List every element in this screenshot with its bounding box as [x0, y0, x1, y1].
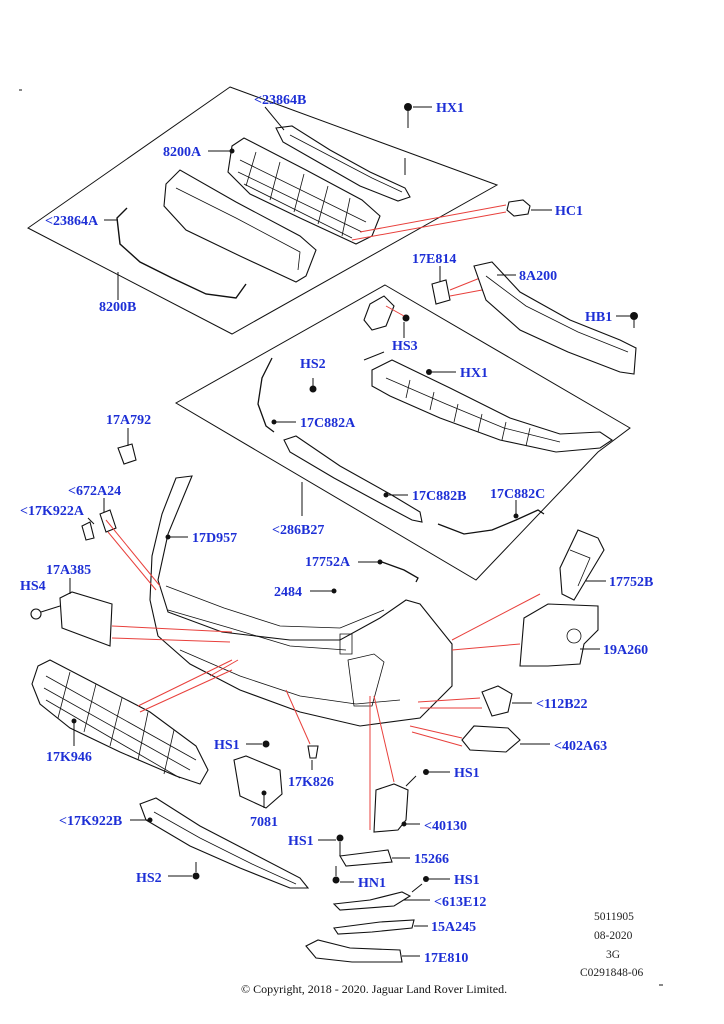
part-strip-17752a — [381, 561, 419, 583]
callout-23864B: <23864B — [254, 93, 306, 108]
part-license-plate-bracket — [59, 591, 113, 647]
callout-8200B: 8200B — [99, 300, 136, 315]
part-seal-strip — [116, 207, 247, 299]
grille-assembly-frame — [27, 86, 499, 335]
bolt-hb1 — [630, 312, 638, 320]
callout-hs1-b: HS1 — [454, 766, 480, 781]
callout-hb1: HB1 — [585, 310, 612, 325]
callout-8A200: 8A200 — [519, 269, 557, 284]
part-trim-15a245 — [333, 919, 415, 935]
callout-112B22: <112B22 — [536, 697, 588, 712]
callout-hc1: HC1 — [555, 204, 583, 219]
part-reinforcement-beam — [473, 261, 637, 375]
part-end-strip-17c882c — [437, 509, 545, 535]
part-trim-402a63 — [461, 725, 521, 753]
callout-286B27: <286B27 — [272, 523, 324, 538]
callout-hs2-low: HS2 — [136, 871, 162, 886]
callout-17K826: 17K826 — [288, 775, 334, 790]
callout-17E814: 17E814 — [412, 252, 456, 267]
callout-17K922B: <17K922B — [59, 814, 122, 829]
part-bracket-7081 — [233, 755, 283, 809]
callout-17A792: 17A792 — [106, 413, 151, 428]
callout-hx1-top: HX1 — [436, 101, 464, 116]
callout-17752B: 17752B — [609, 575, 653, 590]
callout-40130: <40130 — [424, 819, 467, 834]
diagram-meta-line2: 08-2020 — [594, 930, 633, 942]
diagram-meta-line1: 5011905 — [594, 911, 634, 923]
callout-17C882B: 17C882B — [412, 489, 466, 504]
callout-hx1-mid: HX1 — [460, 366, 488, 381]
callout-hs1-c: HS1 — [288, 834, 314, 849]
callout-613E12: <613E12 — [434, 895, 486, 910]
part-bracket-17e814 — [431, 279, 451, 305]
callout-19A260: 19A260 — [603, 643, 648, 658]
part-cover-40130 — [373, 783, 409, 833]
callout-hs3: HS3 — [392, 339, 418, 354]
part-lower-grille-17k946 — [31, 659, 209, 785]
callout-17A385: 17A385 — [46, 563, 91, 578]
part-bracket-112b22 — [481, 685, 513, 717]
fastener-hx1-top — [404, 103, 412, 175]
part-clip-17k826 — [307, 745, 319, 759]
part-side-strip-17c882a — [257, 357, 275, 433]
part-lower-strip-17c882b — [283, 435, 423, 523]
callout-402A63: <402A63 — [554, 739, 607, 754]
part-bracket-17a792 — [117, 443, 137, 465]
callout-hs4: HS4 — [20, 579, 46, 594]
callout-17752A: 17752A — [305, 555, 351, 570]
part-side-panel-19a260 — [519, 603, 599, 667]
diagram-meta-line4: C0291848-06 — [580, 967, 644, 979]
part-upper-deflector — [275, 125, 411, 202]
part-clip-hc1 — [506, 199, 531, 217]
callout-hs1-a: HS1 — [214, 738, 240, 753]
callout-7081: 7081 — [250, 815, 278, 830]
part-bracket-672a24 — [99, 509, 117, 533]
callout-hn1: HN1 — [358, 876, 386, 891]
callout-17C882C: 17C882C — [490, 487, 545, 502]
callout-17K922A: <17K922A — [20, 504, 85, 519]
part-bracket-17k922a — [81, 521, 95, 541]
part-hs3-bracket — [363, 295, 395, 331]
callout-17C882A: 17C882A — [300, 416, 356, 431]
part-bracket-15266 — [339, 849, 393, 867]
callout-17E810: 17E810 — [424, 951, 468, 966]
part-grille-frame — [163, 169, 317, 283]
diagram-meta-line3: 3G — [606, 949, 620, 961]
absorber-assembly-frame — [174, 284, 631, 581]
part-trim-17e810 — [305, 939, 403, 963]
callout-672A24: <672A24 — [68, 484, 121, 499]
part-trim-613e12 — [332, 891, 412, 911]
callout-17D957: 17D957 — [192, 531, 237, 546]
part-energy-absorber — [371, 359, 613, 453]
callout-hs2-mid: HS2 — [300, 357, 326, 372]
callout-15266: 15266 — [414, 852, 449, 867]
part-side-bracket-17752b — [559, 529, 605, 601]
screw-hs4 — [30, 608, 42, 620]
callout-hs1-d: HS1 — [454, 873, 480, 888]
callout-17K946: 17K946 — [46, 750, 92, 765]
callout-2484: 2484 — [274, 585, 302, 600]
callout-15A245: 15A245 — [431, 920, 476, 935]
callout-23864A: <23864A — [45, 214, 99, 229]
part-lower-plate-17k922b — [139, 797, 310, 889]
copyright-notice: © Copyright, 2018 - 2020. Jaguar Land Ro… — [241, 982, 507, 996]
callout-8200A: 8200A — [163, 145, 202, 160]
